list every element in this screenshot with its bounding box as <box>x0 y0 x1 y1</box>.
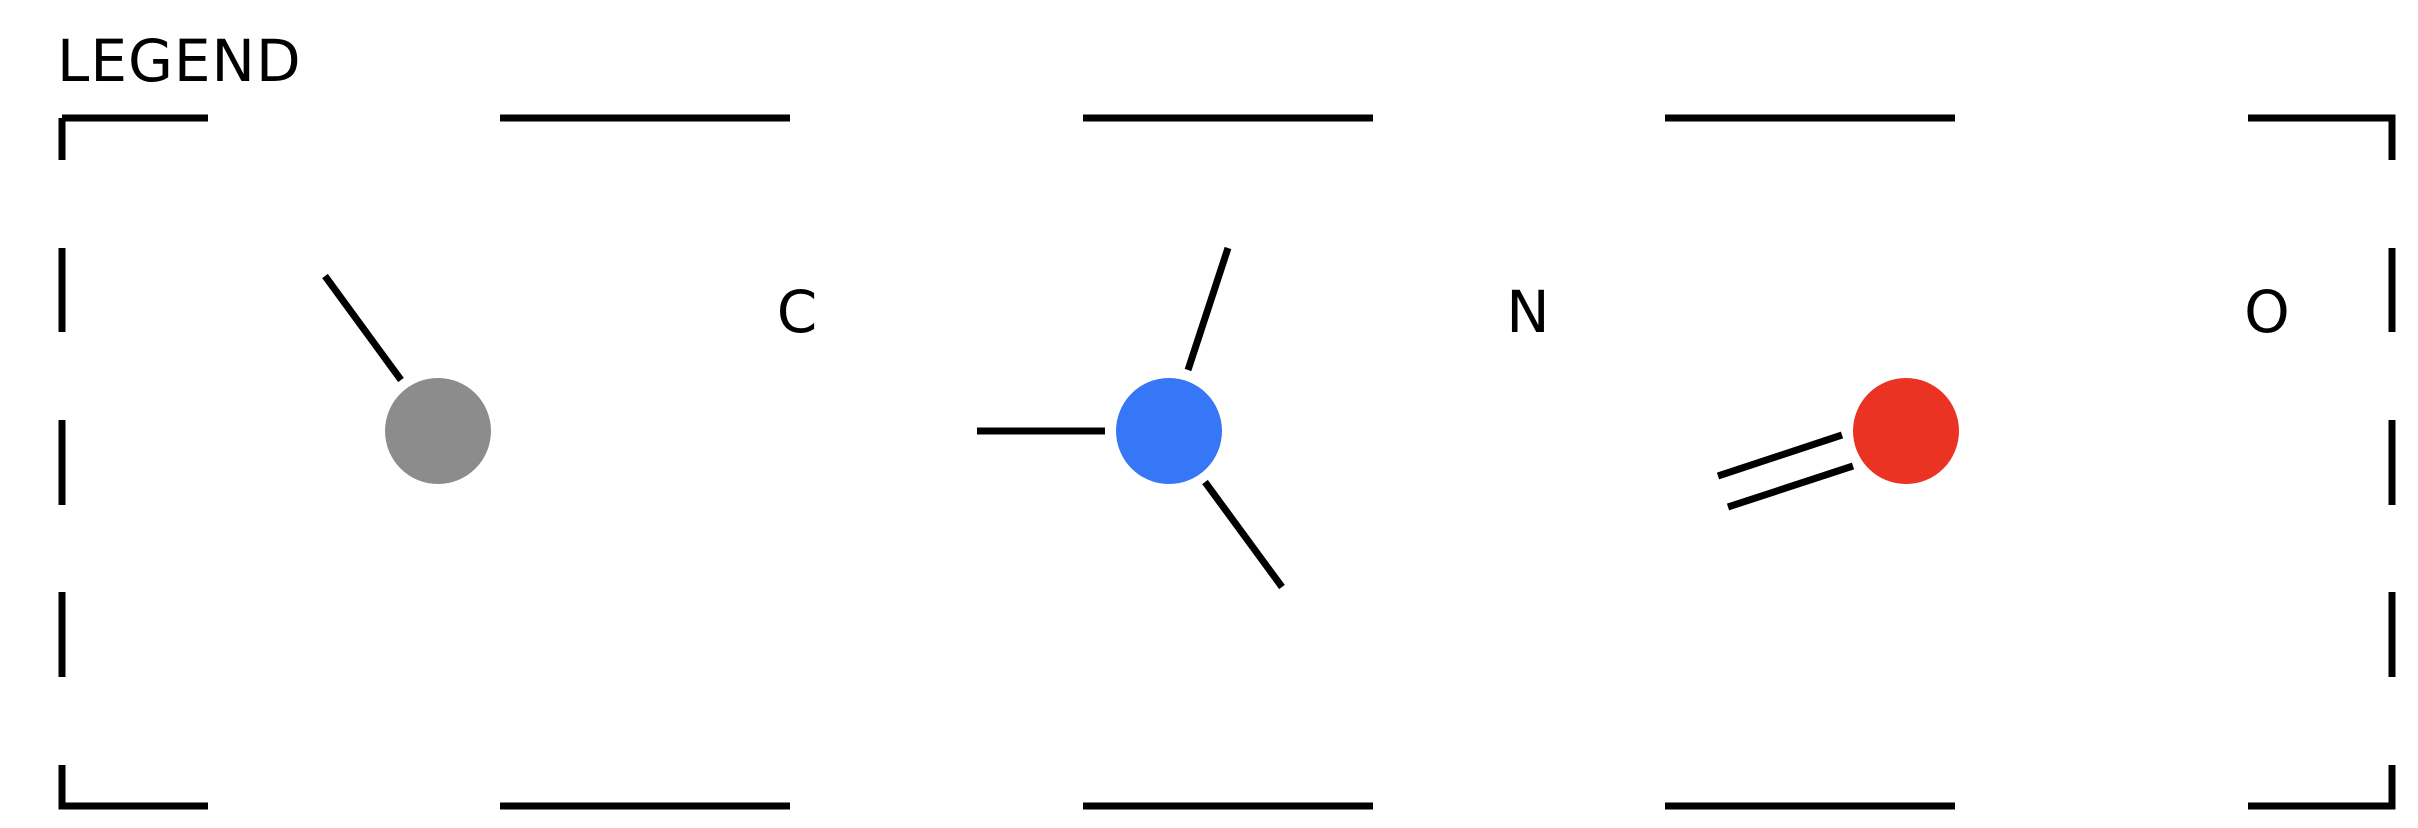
nitrogen-bond <box>1184 246 1232 372</box>
border-corner-bottom-left <box>58 765 208 810</box>
border-corner-bottom-right <box>2248 765 2396 810</box>
oxygen-symbol <box>1716 378 1959 511</box>
oxygen-bond <box>1726 462 1855 511</box>
oxygen-atom <box>1853 378 1959 484</box>
atom-label-carbon: C <box>776 278 818 346</box>
atom-label-nitrogen: N <box>1506 278 1550 346</box>
carbon-atom <box>385 378 491 484</box>
border-corner-top-right <box>2248 114 2396 160</box>
border-corner-top-left <box>58 114 208 160</box>
nitrogen-atom <box>1116 378 1222 484</box>
nitrogen-bond <box>1202 479 1285 590</box>
oxygen-bond <box>1716 431 1844 480</box>
atom-label-oxygen: O <box>2244 278 2290 346</box>
legend-border <box>58 114 2396 810</box>
carbon-bond <box>322 273 404 383</box>
nitrogen-symbol <box>977 246 1285 590</box>
legend-title: LEGEND <box>57 27 302 95</box>
carbon-symbol <box>322 273 491 484</box>
